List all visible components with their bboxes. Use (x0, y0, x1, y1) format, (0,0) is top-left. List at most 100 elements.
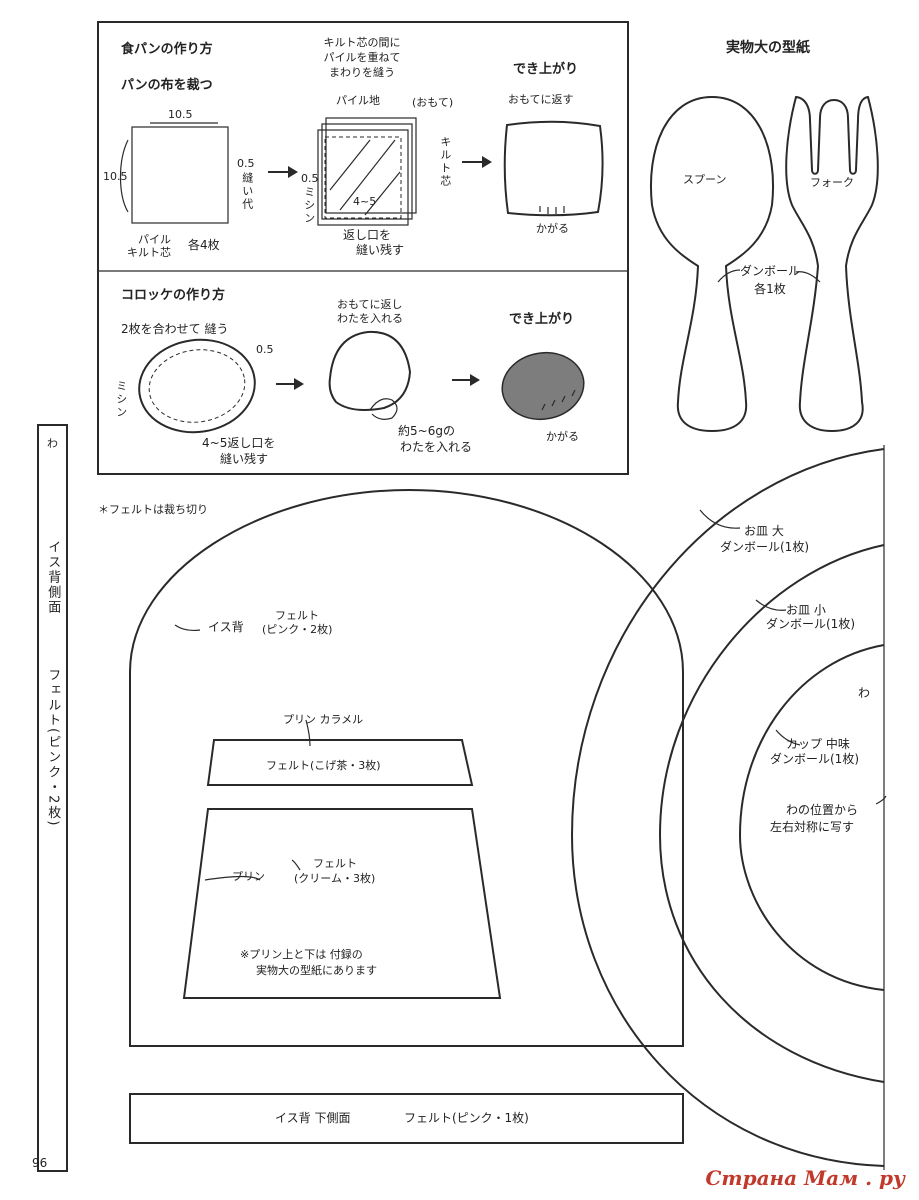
bread-layer-front (317, 129, 409, 226)
watermark: Страна Мам . ру (705, 1166, 905, 1190)
symmetry-note-1: わの位置から (786, 803, 859, 817)
chair-back-pattern (129, 488, 684, 1047)
page-number: 96 (32, 1156, 48, 1170)
bread-dim-height: 10.5 (103, 170, 128, 183)
side-strip-label: イス背側面 (45, 540, 61, 615)
bread-gap: 4~5 (353, 195, 377, 208)
bread-gap-note-2: 縫い残す (356, 243, 405, 257)
side-strip-material: フェルト(ピンク・2枚) (45, 668, 61, 828)
bread-turn-label: おもてに返す (508, 93, 574, 106)
croquette-done-title: でき上がり (509, 312, 575, 327)
cup-label-1: カップ 中味 (786, 737, 850, 751)
felt-note: ＊フェルトは裁ち切り (98, 503, 208, 516)
plate-small (658, 544, 885, 1083)
caramel-pattern (206, 739, 474, 786)
plate-fold-mark: わ (858, 686, 871, 700)
bread-done-title: でき上がり (513, 62, 579, 77)
croquette-machine: ミシン (114, 380, 128, 419)
arrow-4-head (470, 374, 480, 386)
caramel-material: フェルト(こげ茶・3枚) (266, 759, 381, 772)
caramel-label: プリン カラメル (283, 713, 364, 726)
chair-back-label: イス背 (208, 620, 244, 634)
plate-small-label-1: お皿 小 (786, 603, 826, 617)
hatch-2 (339, 139, 396, 211)
cutlery-cardboard: ダンボール (739, 264, 800, 278)
cup-label-2: ダンボール(1枚) (770, 752, 859, 766)
chair-leaders (174, 624, 311, 881)
croquette-outer (138, 338, 256, 434)
pudding-note-1: ※プリン上と下は 付録の (240, 948, 363, 961)
bread-layer-mid (321, 123, 413, 220)
cutlery-leaders (717, 269, 821, 283)
croquette-cotton-2: わたを入れる (400, 440, 473, 454)
croquette-turn-2: わたを入れる (337, 312, 403, 325)
bread-seam2-label: ミシン (302, 186, 316, 225)
chair-side-strip (37, 424, 68, 1172)
cup-content (738, 644, 885, 991)
chair-bottom-strip (129, 1093, 684, 1144)
plate-big-label-1: お皿 大 (744, 524, 784, 538)
fork-pattern (785, 95, 879, 433)
plate-leaders (699, 509, 887, 805)
spoon-label: スプーン (683, 173, 727, 186)
bread-quilt-label: キルト芯 (438, 136, 452, 188)
bread-dim-line-h (119, 139, 129, 213)
croquette-title: コロッケの作り方 (121, 288, 226, 303)
pudding-label: プリン (232, 870, 265, 883)
bread-fabric-square (131, 126, 229, 224)
croquette-kagaru-label: かがる (546, 430, 579, 443)
croquette-cotton-1: 約5~6gの (398, 424, 455, 438)
chair-back-mat-1: フェルト (275, 609, 319, 622)
pudding-mat-2: (クリーム・3枚) (294, 872, 376, 885)
bread-count: 各4枚 (188, 238, 220, 252)
bread-step2-note-2: パイルを重ねて (323, 51, 401, 64)
croquette-gap-2: 縫い残す (220, 452, 269, 466)
plate-large (570, 448, 885, 1167)
bread-title: 食パンの作り方 (121, 42, 213, 57)
plate-small-label-2: ダンボール(1枚) (766, 617, 855, 631)
hatch-3 (364, 171, 401, 216)
arrow-1-head (288, 166, 298, 178)
croquette-turn-1: おもてに返し (337, 298, 403, 311)
chair-back-mat-2: (ピンク・2枚) (262, 623, 333, 636)
croquette-seam: 0.5 (256, 343, 274, 356)
bread-step1-title: パンの布を裁つ (121, 78, 213, 93)
bread-material-2: キルト芯 (127, 246, 171, 259)
fork-label: フォーク (810, 176, 854, 189)
plate-big-label-2: ダンボール(1枚) (720, 540, 809, 554)
croquette-finished (501, 351, 585, 421)
bread-pile-label: パイル地 (336, 94, 380, 107)
bread-dim-width: 10.5 (168, 108, 193, 121)
bread-gap-note-1: 返し口を (343, 228, 392, 242)
croquette-step1: 2枚を合わせて 縫う (121, 322, 229, 336)
bread-seam-label: 縫い代 (240, 172, 254, 211)
bread-omote-label: (おもて) (412, 96, 454, 109)
croquette-stitch (148, 349, 246, 423)
symmetry-note-2: 左右対称に写す (770, 820, 855, 834)
bottom-strip-label: イス背 下側面 (275, 1111, 351, 1125)
croquette-whip-stitch (541, 389, 576, 411)
instruction-box (97, 21, 629, 475)
croquette-gap-1: 4~5返し口を (202, 436, 276, 450)
bottom-strip-material: フェルト(ピンク・1枚) (404, 1111, 529, 1125)
bread-step2-note-1: キルト芯の間に (323, 36, 401, 49)
bread-layer-back (325, 117, 417, 214)
bread-finished (503, 120, 604, 217)
bread-stitch-line (324, 136, 402, 219)
bread-whip-stitch (539, 206, 565, 214)
hatch-1 (329, 139, 371, 191)
pudding-mat-1: フェルト (313, 857, 357, 870)
pudding-note-2: 実物大の型紙にあります (256, 964, 377, 977)
arrow-3-head (294, 378, 304, 390)
bread-step2-note-3: まわりを縫う (329, 66, 395, 79)
croquette-cotton (369, 398, 398, 420)
bread-seam: 0.5 (237, 157, 255, 170)
bread-material: パイル (138, 233, 171, 246)
arrow-2-head (482, 156, 492, 168)
spoon-pattern (650, 95, 774, 433)
patterns-title: 実物大の型紙 (726, 40, 810, 56)
bread-kagaru-label: かがる (536, 222, 569, 235)
bread-seam2: 0.5 (301, 172, 319, 185)
pudding-pattern (182, 808, 502, 999)
